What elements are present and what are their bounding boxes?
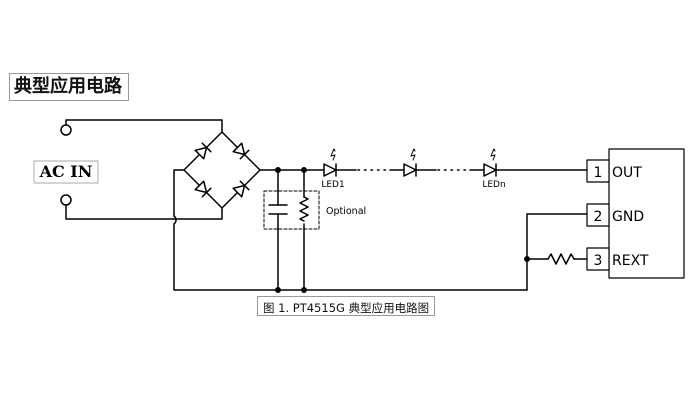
pin-1-number: 1 [594, 165, 603, 181]
bridge-rectifier [183, 131, 261, 209]
pin-2-number: 2 [594, 209, 603, 225]
led-1 [323, 148, 337, 177]
led-n [483, 148, 497, 177]
pin-3-number: 3 [594, 253, 603, 269]
section-title: 典型应用电路 [14, 76, 122, 97]
led-1-label: LED1 [321, 180, 344, 190]
resistor-optional [299, 196, 309, 222]
pin-2-name: GND [612, 209, 644, 225]
optional-box [263, 190, 320, 230]
wire-bridge-neg [173, 169, 185, 217]
bridge-outline [183, 131, 261, 209]
wire-crossover [173, 215, 177, 225]
figure-caption-box: 图 1. PT4515G 典型应用电路图 [257, 296, 436, 316]
junction-gnd-1 [275, 287, 281, 293]
diode-bridge-4 [232, 180, 250, 198]
led-2 [403, 148, 417, 177]
wire-ac-bottom [65, 204, 223, 220]
ic-pt4515g: 1 2 3 OUT GND REXT [586, 148, 685, 279]
junction-gnd-2 [301, 287, 307, 293]
ac-input: AC IN [33, 119, 223, 220]
ac-in-label: AC IN [39, 162, 93, 181]
wire-ac-top [65, 119, 223, 133]
pin-box-3 [586, 247, 610, 271]
resistor-rext [547, 253, 575, 265]
led-n-label: LEDn [482, 180, 505, 190]
ic-body [608, 148, 685, 279]
pin-3-name: REXT [612, 253, 649, 269]
wire-ground-rail [173, 223, 528, 291]
section-title-box: 典型应用电路 [9, 73, 129, 101]
wire-gnd-up [526, 213, 588, 291]
pin-1-name: OUT [612, 165, 642, 181]
pin-box-1 [586, 159, 610, 183]
optional-filter: Optional [263, 169, 366, 291]
diode-bridge-2 [232, 142, 250, 160]
diode-bridge-3 [194, 180, 212, 198]
capacitor [268, 204, 288, 215]
diode-bridge-1 [194, 142, 212, 160]
led-string: LED1 LEDn [259, 148, 588, 190]
ground-return [173, 169, 588, 293]
figure-caption: 图 1. PT4515G 典型应用电路图 [263, 301, 430, 315]
ac-label-frame [33, 160, 99, 184]
optional-label: Optional [326, 206, 366, 217]
pin-box-2 [586, 203, 610, 227]
ac-terminal-top [60, 124, 72, 136]
ac-terminal-bottom [60, 194, 72, 206]
